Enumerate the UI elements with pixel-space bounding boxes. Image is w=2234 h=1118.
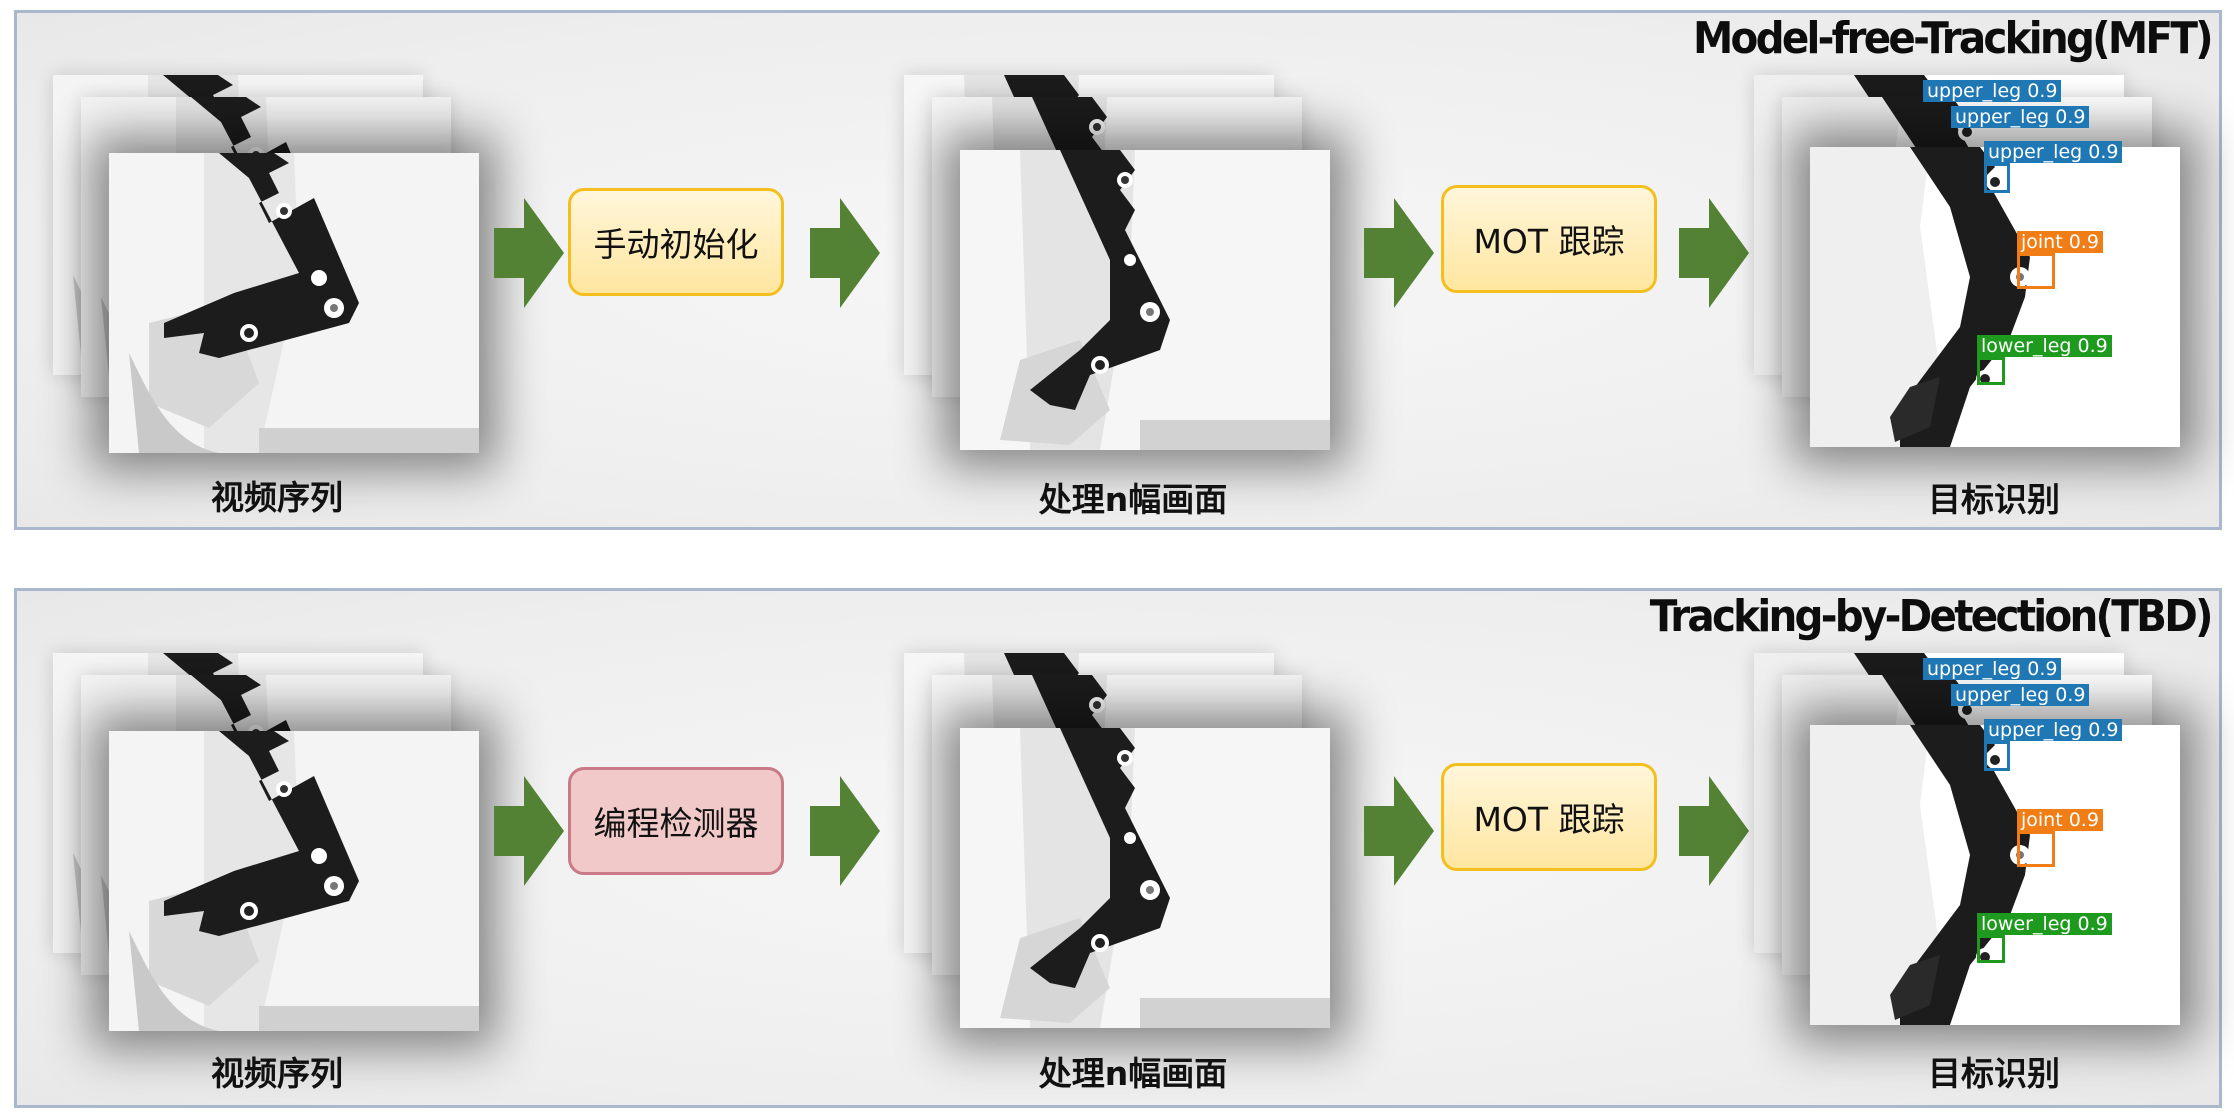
mft-manual-init-box: 手动初始化 [568, 188, 784, 296]
result-frame [1810, 725, 2180, 1025]
mft-caption-process: 处理n幅画面 [1038, 480, 1228, 519]
flow-arrow [810, 776, 880, 886]
flow-arrow [494, 198, 564, 308]
result-frame [1810, 147, 2180, 447]
tbd-detector-box: 编程检测器 [568, 767, 784, 875]
video-frame [109, 731, 479, 1031]
detection-label-upper-leg: upper_leg 0.9 [1951, 684, 2090, 706]
tbd-processed-frames-stack [904, 653, 1334, 1033]
video-frame [109, 153, 479, 453]
tbd-video-sequence-stack [53, 653, 483, 1033]
processed-frame [960, 728, 1330, 1028]
mft-video-sequence-stack [53, 75, 483, 455]
tbd-recognized-targets-stack [1754, 653, 2184, 1033]
detection-label-lower-leg: lower_leg 0.9 [1977, 335, 2112, 357]
detection-box-joint [2017, 253, 2055, 289]
detection-box-lower-leg [1977, 357, 2005, 385]
flow-arrow [1364, 776, 1434, 886]
tbd-mot-tracking-box: MOT 跟踪 [1441, 763, 1657, 871]
tbd-caption-output: 目标识别 [1928, 1054, 2060, 1093]
detection-label-upper-leg: upper_leg 0.9 [1951, 106, 2090, 128]
detection-label-joint: joint 0.9 [2017, 231, 2103, 253]
mft-panel: Model-free-Tracking(MFT) 视频序列 手动初始化 处理n幅… [14, 10, 2222, 530]
detection-label-upper-leg: upper_leg 0.9 [1923, 80, 2062, 102]
detection-label-upper-leg: upper_leg 0.9 [1984, 141, 2123, 163]
flow-arrow [494, 776, 564, 886]
detection-label-lower-leg: lower_leg 0.9 [1977, 913, 2112, 935]
detection-label-joint: joint 0.9 [2017, 809, 2103, 831]
flow-arrow [1679, 198, 1749, 308]
mft-recognized-targets-stack [1754, 75, 2184, 455]
flow-arrow [810, 198, 880, 308]
detection-box-upper-leg [1984, 163, 2010, 193]
detection-label-upper-leg: upper_leg 0.9 [1923, 658, 2062, 680]
mft-processed-frames-stack [904, 75, 1334, 455]
processed-frame [960, 150, 1330, 450]
flow-arrow [1679, 776, 1749, 886]
mft-caption-input: 视频序列 [211, 478, 343, 517]
tbd-caption-process: 处理n幅画面 [1038, 1054, 1228, 1093]
mft-title: Model-free-Tracking(MFT) [1693, 13, 2214, 64]
detection-box-upper-leg [1984, 741, 2010, 771]
flow-arrow [1364, 198, 1434, 308]
mft-caption-output: 目标识别 [1928, 480, 2060, 519]
detection-box-joint [2017, 831, 2055, 867]
detection-label-upper-leg: upper_leg 0.9 [1984, 719, 2123, 741]
tbd-caption-input: 视频序列 [211, 1054, 343, 1093]
detection-box-lower-leg [1977, 935, 2005, 963]
tbd-title: Tracking-by-Detection(TBD) [1649, 591, 2214, 642]
mft-mot-tracking-box: MOT 跟踪 [1441, 185, 1657, 293]
tbd-panel: Tracking-by-Detection(TBD) 视频序列 编程检测器 处理… [14, 588, 2222, 1108]
